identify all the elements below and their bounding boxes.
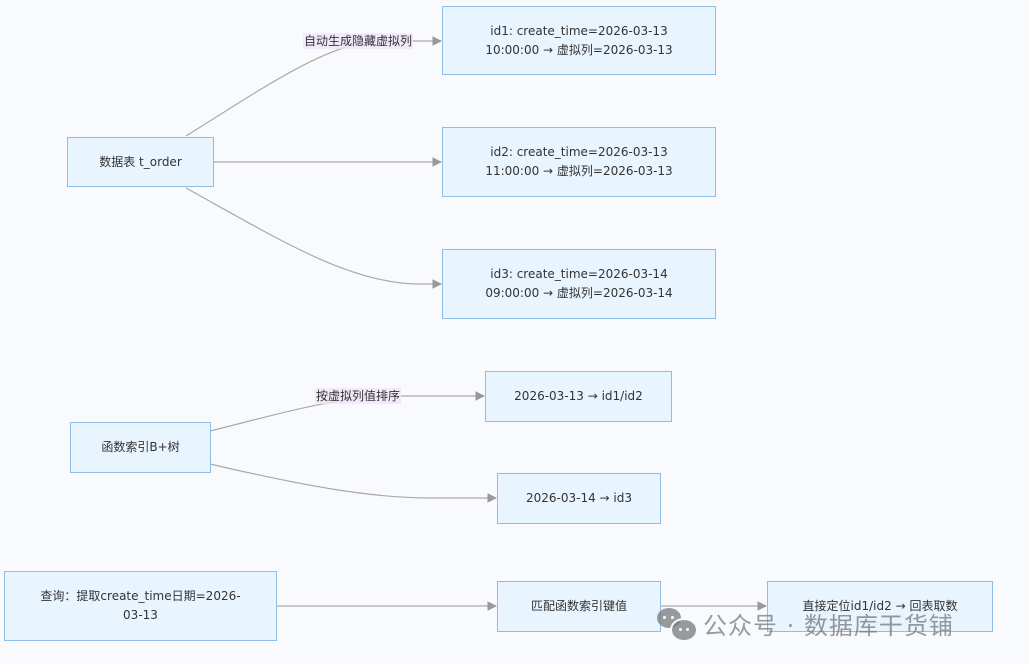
node-locate-rows: 直接定位id1/id2 → 回表取数 [767,581,993,632]
node-btree-label: 函数索引B+树 [101,440,180,454]
node-row-id3-line1: id3: create_time=2026-03-14 [490,267,668,281]
node-row-id2: id2: create_time=2026-03-13 11:00:00 → 虚… [442,127,716,197]
edge-label-sort-by-virtual: 按虚拟列值排序 [315,388,402,404]
node-row-id2-line1: id2: create_time=2026-03-13 [490,145,668,159]
node-query-line1: 查询：提取create_time日期=2026- [40,589,241,603]
node-t-order-label: 数据表 t_order [99,154,182,169]
wechat-icon [657,607,698,642]
node-key-0314-label: 2026-03-14 → id3 [525,491,632,505]
edge-torder-row1 [185,36,442,137]
node-btree: 函数索引B+树 [70,422,211,473]
watermark: 公众号 · 数据库干货铺 [657,606,954,642]
edge-label-auto-virtual-column: 自动生成隐藏虚拟列 [303,33,414,49]
edge-btree-key2 [209,463,497,503]
node-row-id1: id1: create_time=2026-03-13 10:00:00 → 虚… [442,6,716,75]
node-key-0314: 2026-03-14 → id3 [497,473,661,524]
node-t-order: 数据表 t_order [67,137,214,187]
node-query: 查询：提取create_time日期=2026- 03-13 [4,571,277,641]
node-row-id3: id3: create_time=2026-03-14 09:00:00 → 虚… [442,249,716,319]
node-key-0313-label: 2026-03-13 → id1/id2 [514,389,643,403]
node-row-id3-line2: 09:00:00 → 虚拟列=2026-03-14 [485,286,673,300]
node-row-id2-line2: 11:00:00 → 虚拟列=2026-03-13 [485,164,673,178]
watermark-text: 公众号 · 数据库干货铺 [703,612,954,640]
node-match-key: 匹配函数索引键值 [497,581,661,632]
node-query-line2: 03-13 [123,608,158,622]
node-locate-rows-label: 直接定位id1/id2 → 回表取数 [802,599,958,613]
node-key-0313: 2026-03-13 → id1/id2 [485,371,672,422]
node-row-id1-line1: id1: create_time=2026-03-13 [490,23,668,38]
edge-torder-row3 [185,187,442,289]
node-row-id1-line2: 10:00:00 → 虚拟列=2026-03-13 [485,42,673,57]
node-match-key-label: 匹配函数索引键值 [530,599,627,613]
